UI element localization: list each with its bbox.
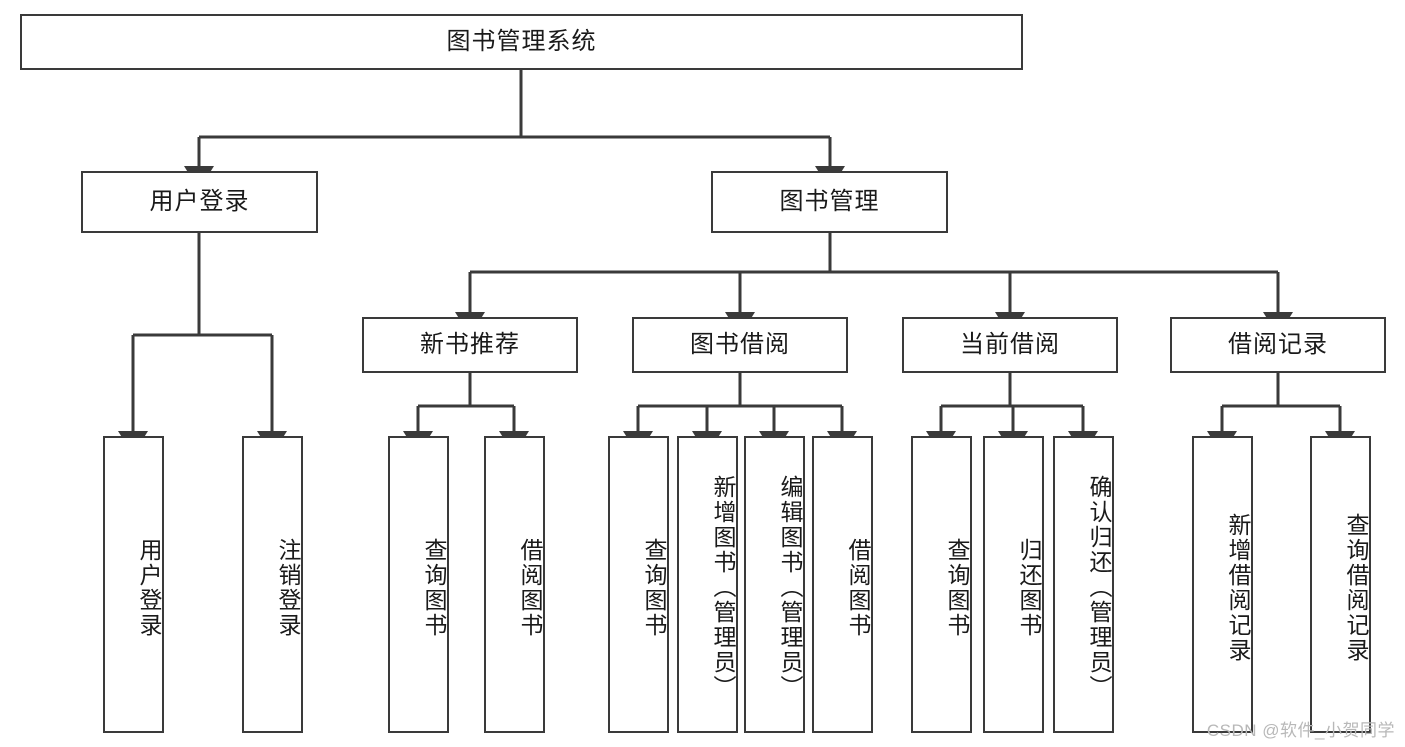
node-label: 新书推荐 xyxy=(420,330,520,358)
node-label: 借阅图书 xyxy=(517,537,543,638)
leaf-leaf-add-book[interactable]: 新增图书（管理员） xyxy=(677,436,738,733)
node-book-manage[interactable]: 图书管理 xyxy=(711,171,948,233)
node-label: 图书管理 xyxy=(779,187,880,215)
node-label: 注销登录 xyxy=(275,537,301,638)
node-label: 查询图书 xyxy=(944,537,970,638)
node-label: 查询图书 xyxy=(641,537,667,638)
node-label: 新增图书（管理员） xyxy=(710,475,736,700)
node-label: 图书管理系统 xyxy=(446,27,597,55)
node-borrow-record[interactable]: 借阅记录 xyxy=(1170,317,1386,373)
leaf-leaf-edit-book[interactable]: 编辑图书（管理员） xyxy=(744,436,805,733)
leaf-leaf-query-book-3[interactable]: 查询图书 xyxy=(911,436,972,733)
watermark-label: CSDN @软件_小贺同学 xyxy=(1206,721,1395,740)
node-label: 用户登录 xyxy=(136,537,162,638)
node-label: 当前借阅 xyxy=(960,330,1060,358)
leaf-leaf-confirm-return[interactable]: 确认归还（管理员） xyxy=(1053,436,1114,733)
node-current-borrow[interactable]: 当前借阅 xyxy=(902,317,1118,373)
node-label: 确认归还（管理员） xyxy=(1086,475,1112,700)
node-label: 借阅记录 xyxy=(1228,330,1328,358)
leaf-leaf-user-logout[interactable]: 注销登录 xyxy=(242,436,303,733)
leaf-leaf-query-book-1[interactable]: 查询图书 xyxy=(388,436,449,733)
leaf-leaf-query-book-2[interactable]: 查询图书 xyxy=(608,436,669,733)
node-user-login[interactable]: 用户登录 xyxy=(81,171,318,233)
node-root[interactable]: 图书管理系统 xyxy=(20,14,1023,70)
node-book-borrow[interactable]: 图书借阅 xyxy=(632,317,848,373)
leaf-leaf-borrow-book-1[interactable]: 借阅图书 xyxy=(484,436,545,733)
node-label: 归还图书 xyxy=(1016,537,1042,638)
node-label: 借阅图书 xyxy=(845,537,871,638)
leaf-leaf-add-record[interactable]: 新增借阅记录 xyxy=(1192,436,1253,733)
node-new-book-recommend[interactable]: 新书推荐 xyxy=(362,317,578,373)
leaf-leaf-user-login[interactable]: 用户登录 xyxy=(103,436,164,733)
node-label: 编辑图书（管理员） xyxy=(777,475,803,700)
node-label: 查询借阅记录 xyxy=(1343,512,1369,663)
node-label: 查询图书 xyxy=(421,537,447,638)
node-label: 新增借阅记录 xyxy=(1225,512,1251,663)
leaf-leaf-query-record[interactable]: 查询借阅记录 xyxy=(1310,436,1371,733)
leaf-leaf-borrow-book-2[interactable]: 借阅图书 xyxy=(812,436,873,733)
node-label: 用户登录 xyxy=(149,187,250,215)
leaf-leaf-return-book[interactable]: 归还图书 xyxy=(983,436,1044,733)
node-label: 图书借阅 xyxy=(690,330,790,358)
